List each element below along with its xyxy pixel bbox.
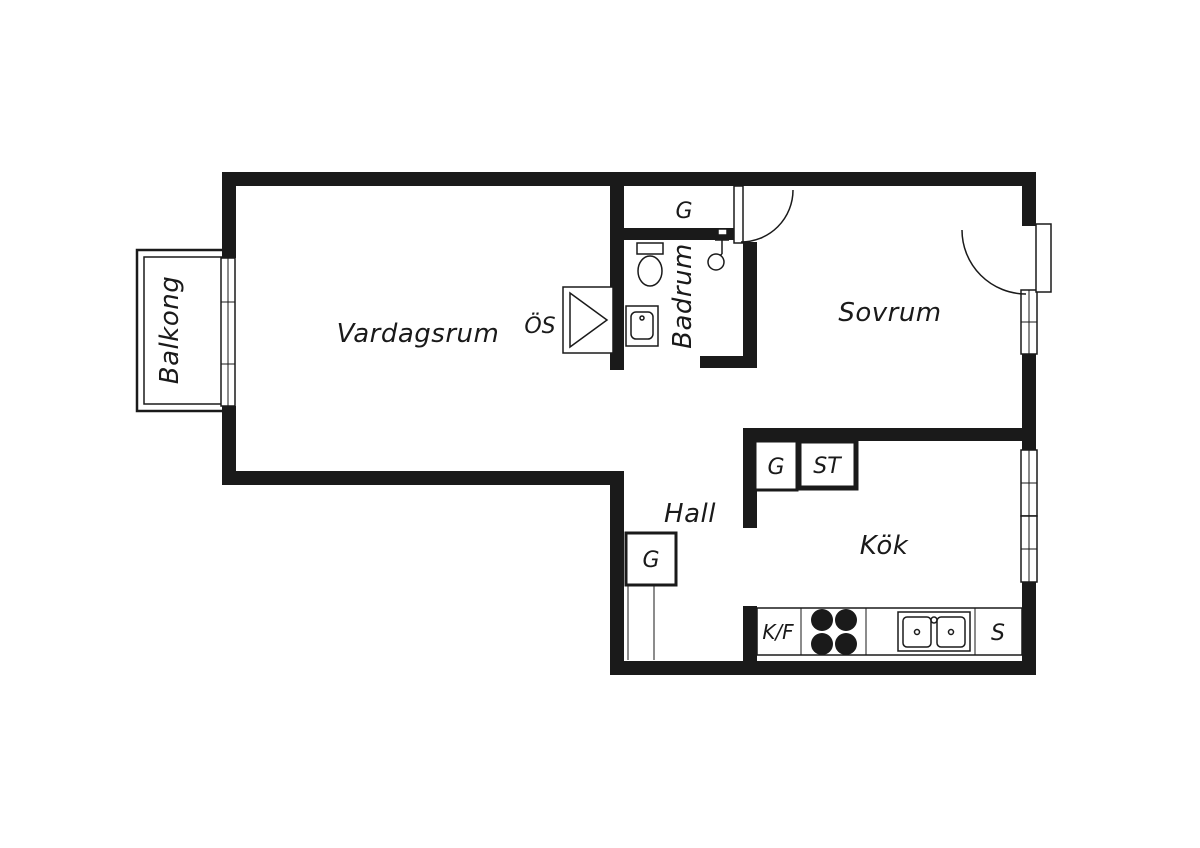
shower-icon [707,228,729,271]
wall-segment [222,406,236,485]
bedroom-door [733,185,794,244]
bathroom-sink-icon [625,305,659,347]
door-leaf [1035,223,1052,293]
balcony-rail-inner [143,256,223,405]
balcony [135,248,223,413]
wall-segment [222,172,236,258]
window-mullion [1021,516,1037,582]
wall-segment [743,428,1036,441]
entrance-door [961,223,1052,295]
label-wardrobe-hall: G [642,548,659,573]
wall-segment [743,606,757,661]
fireplace-icon [562,286,614,354]
door-leaf [733,185,744,244]
shower-mount [717,228,728,236]
room-labels: Balkong Vardagsrum ÖS G Badrum Sovrum Ha… [155,199,1005,646]
wall-segment [222,471,624,485]
kitchen-window-lower [1020,515,1038,583]
balcony-rail-outer [135,248,223,413]
wall-segment [222,172,1036,186]
bedroom-window [1020,289,1038,355]
toilet-bowl [637,255,663,287]
burner [835,633,857,655]
bathroom-fixtures [625,228,729,347]
label-kitchen: Kök [860,531,909,561]
fireplace-opening [569,291,609,349]
wall-segment [610,661,1036,675]
label-bathroom: Badrum [668,243,698,349]
sink-drain [639,315,645,321]
sink-basin-left [902,616,932,648]
wall-segment [700,356,757,368]
window-mullion [1021,290,1037,354]
label-bedroom: Sovrum [838,298,941,328]
shower-head [707,253,725,271]
wall-segment [610,471,624,675]
wall-segment [1022,582,1036,675]
sink-drain [947,628,955,636]
kitchen-window-upper [1020,449,1038,517]
balcony-window [220,257,236,407]
sink-drain [913,628,921,636]
door-swing-arc [961,229,1027,295]
cleaning-closet-box [796,438,859,491]
windows [220,257,1038,583]
sink-tap [930,616,938,624]
label-cleaning-closet: ST [813,454,842,479]
counter-dividers [800,608,976,655]
label-fireplace: ÖS [524,313,555,339]
counter-outline [756,607,1023,656]
label-wardrobe-top: G [675,199,692,224]
duct-shaft [627,585,655,660]
door-swing-arc [740,189,794,243]
burner [811,633,833,655]
label-wardrobe-mid: G [767,455,784,480]
closets [624,438,859,660]
burner [835,609,857,631]
wall-segment [743,242,757,368]
label-hall: Hall [664,499,716,529]
sink-basin [630,311,654,340]
wall-segment [1022,172,1036,226]
wardrobe-box-hall [624,531,678,587]
kitchen-sink-icon [897,611,971,652]
burner [811,609,833,631]
toilet-tank [636,242,664,255]
label-fridge-freezer: K/F [762,620,794,644]
doors [733,185,1052,295]
window-mullion [221,258,235,406]
wall-segment [1022,354,1036,450]
toilet-icon [636,242,664,287]
label-balcony: Balkong [155,276,185,384]
label-living-room: Vardagsrum [337,319,500,349]
sink-basin-right [936,616,966,648]
window-mullion [1021,450,1037,516]
stove-icon [811,609,857,655]
wall-segment [624,228,737,240]
walls [222,172,1036,675]
kitchen-counter [756,607,1023,656]
label-pantry: S [991,621,1005,646]
